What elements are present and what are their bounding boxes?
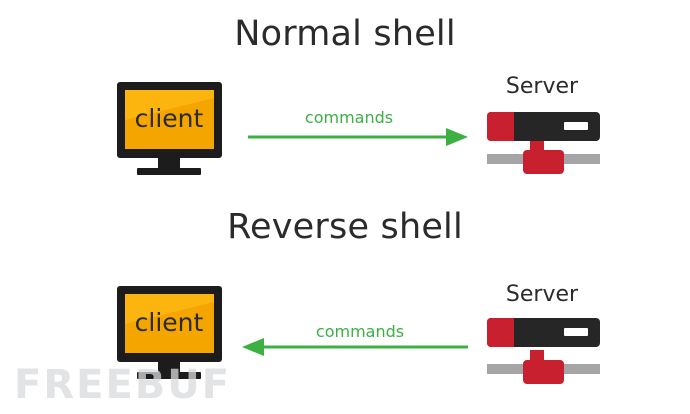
commands-label-top: commands xyxy=(304,108,394,127)
server-label-top: Server xyxy=(505,74,579,99)
normal-shell-title: Normal shell xyxy=(234,14,456,54)
server-icon xyxy=(487,112,600,174)
reverse-shell-title: Reverse shell xyxy=(227,207,463,247)
monitor-icon xyxy=(117,286,222,379)
monitor-icon xyxy=(117,82,222,175)
client-label-bottom: client xyxy=(134,308,204,337)
watermark-logo: FREEBUF xyxy=(14,362,232,408)
arrow-right-icon xyxy=(248,128,468,146)
arrow-left-icon xyxy=(242,338,468,356)
server-label-bottom: Server xyxy=(505,282,579,307)
server-icon xyxy=(487,318,600,384)
client-label-top: client xyxy=(134,104,204,133)
commands-label-bottom: commands xyxy=(315,322,405,341)
